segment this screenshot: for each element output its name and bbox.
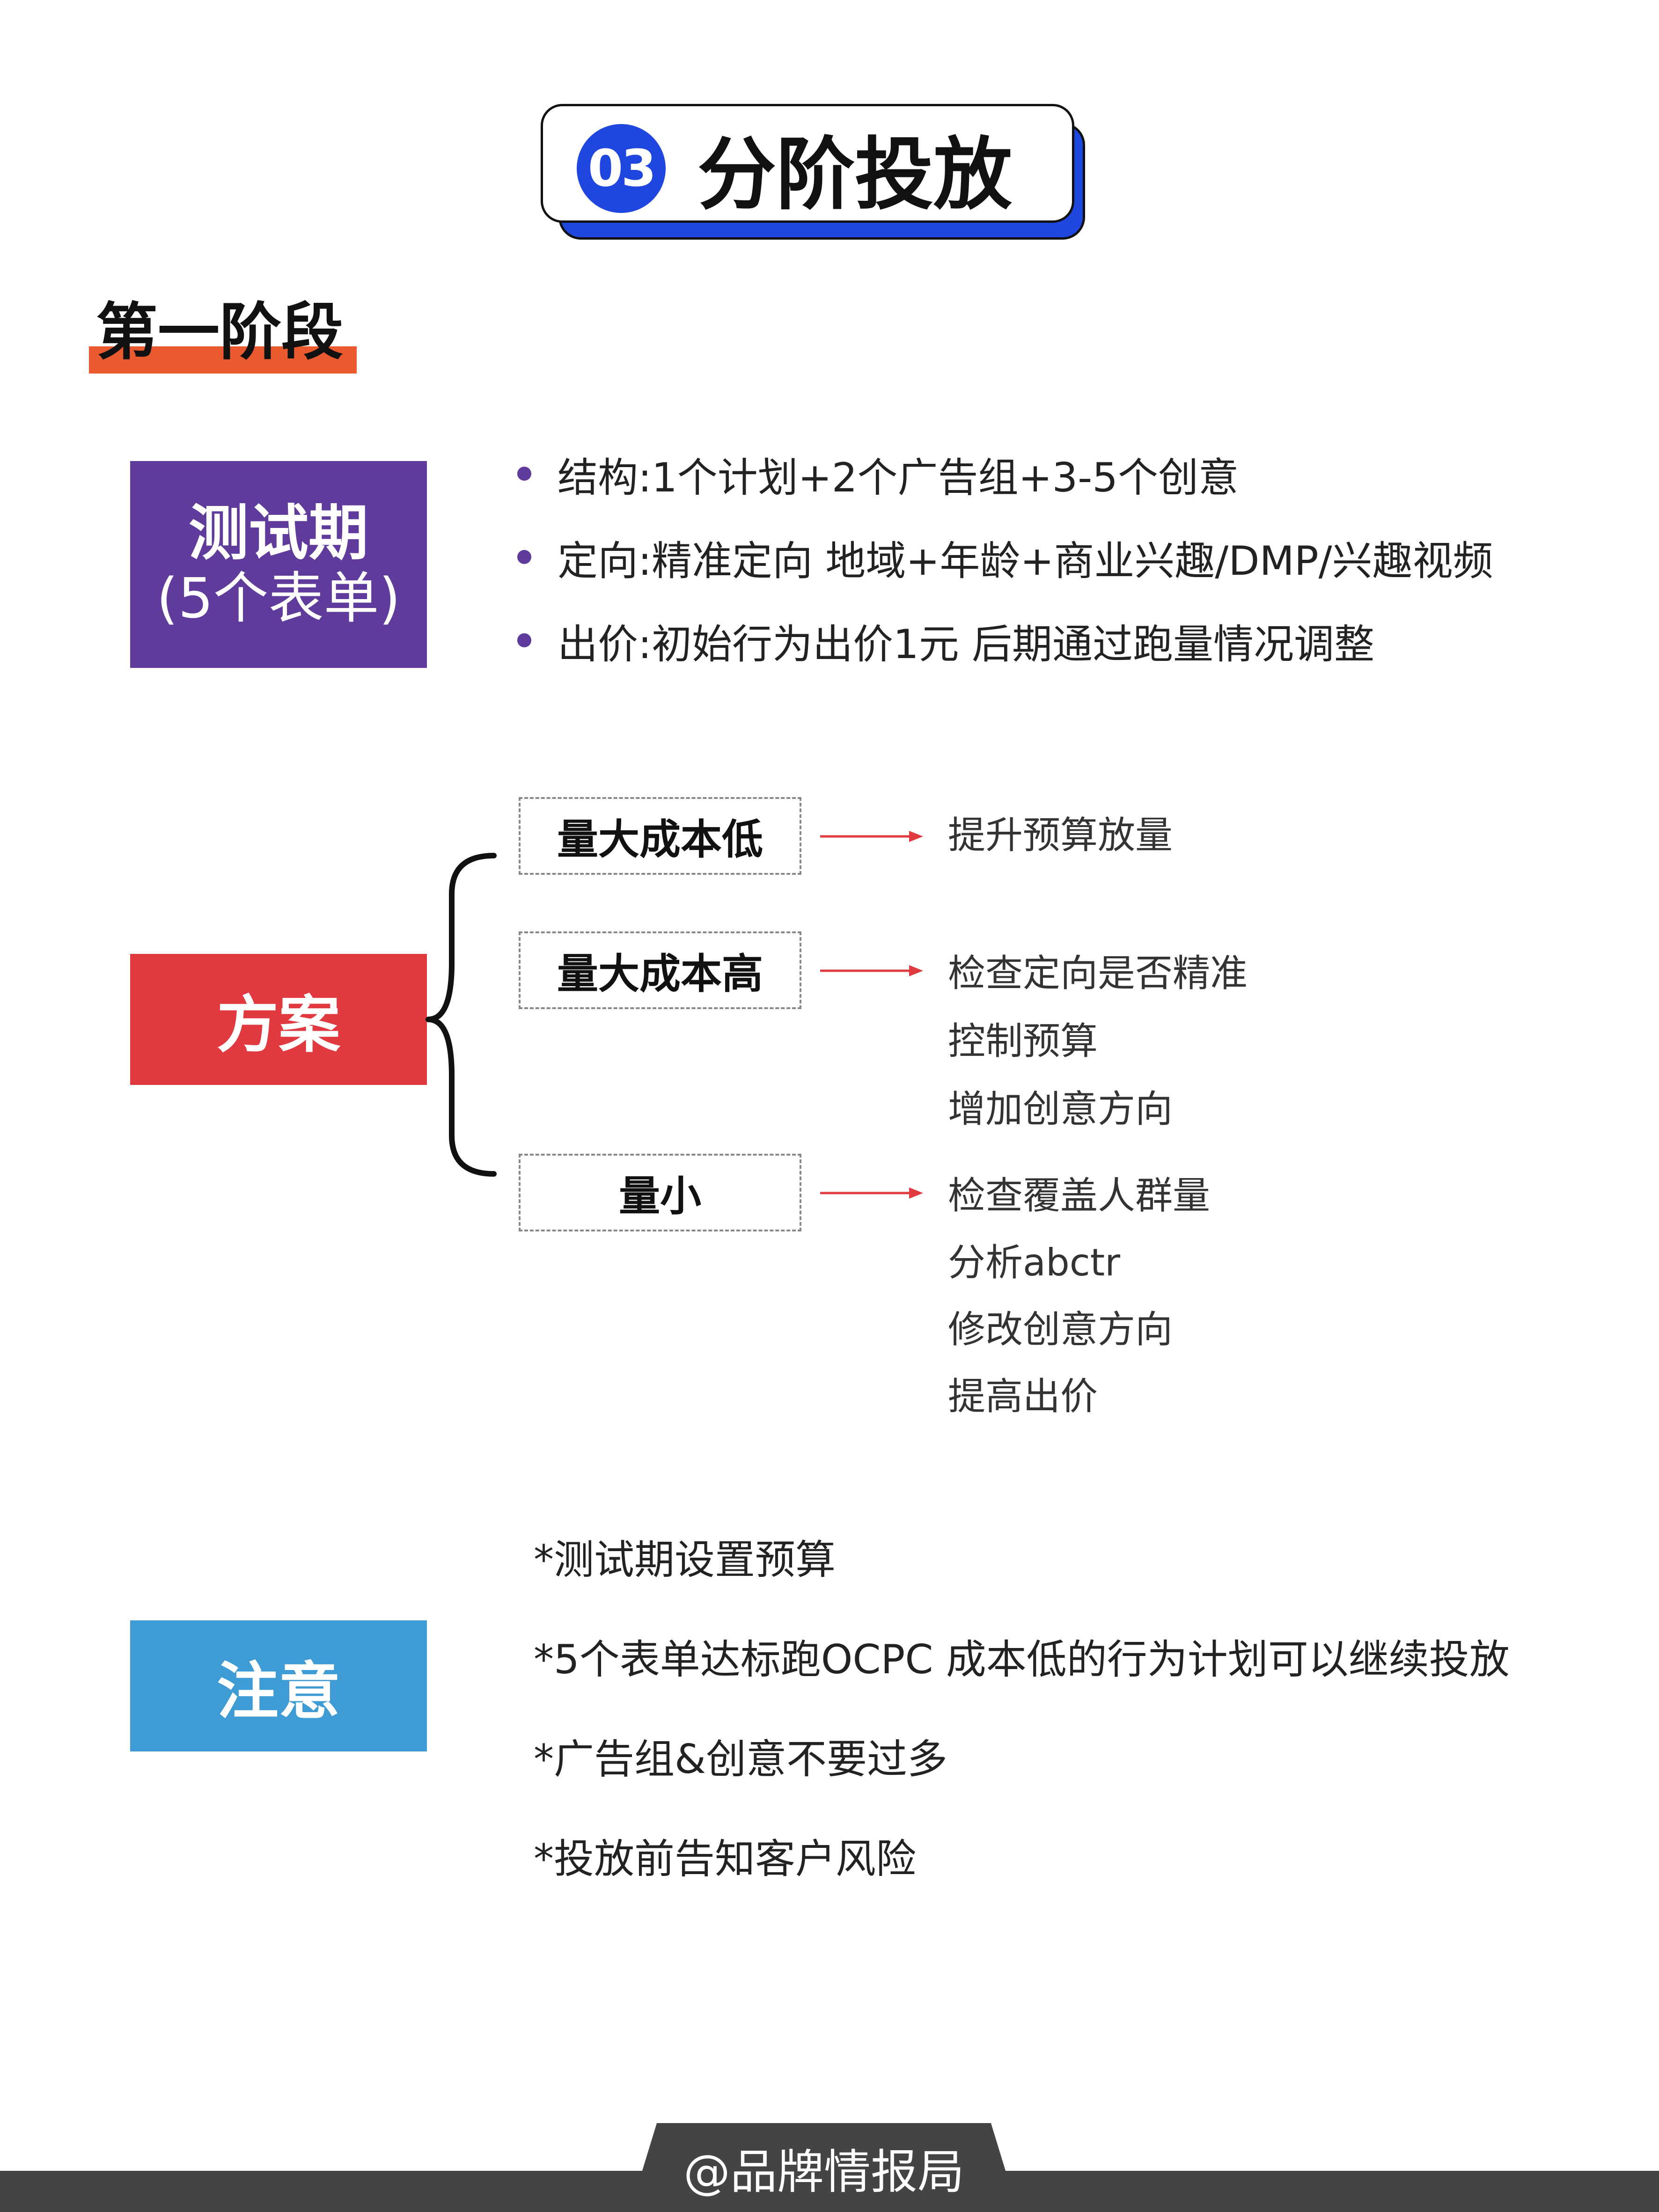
option-high-volume-low-cost: 量大成本低 <box>519 797 801 875</box>
option-high-volume-high-cost: 量大成本高 <box>519 931 801 1009</box>
note-item: *5个表单达标跑OCPC 成本低的行为计划可以继续投放 <box>534 1636 1510 1683</box>
page-title: 分阶投放 <box>697 128 1012 220</box>
test-period-label-line1: 测试期 <box>188 498 368 569</box>
bullet-targeting: 定向:精准定向 地域+年龄+商业兴趣/DMP/兴趣视频 <box>517 529 1493 585</box>
stage-title: 第一阶段 <box>96 296 343 368</box>
bullet-structure: 结构:1个计划+2个广告组+3-5个创意 <box>517 446 1239 502</box>
action-item: 提升预算放量 <box>948 813 1173 857</box>
bullet-dot-icon <box>517 633 531 647</box>
arrow-right-icon <box>820 965 923 976</box>
bullet-text: 出价:初始行为出价1元 后期通过跑量情况调整 <box>558 621 1375 668</box>
option-low-volume: 量小 <box>519 1154 801 1231</box>
stage-title-highlight <box>89 346 357 374</box>
note-item: *广告组&创意不要过多 <box>534 1736 948 1783</box>
bullet-text: 结构:1个计划+2个广告组+3-5个创意 <box>558 454 1239 501</box>
action-item: 修改创意方向 <box>948 1308 1173 1351</box>
section-number-badge: 03 <box>577 124 666 213</box>
bullet-text: 定向:精准定向 地域+年龄+商业兴趣/DMP/兴趣视频 <box>558 537 1493 585</box>
action-item: 分析abctr <box>948 1241 1121 1284</box>
plan-label: 方案 <box>130 954 427 1085</box>
note-item: *投放前告知客户风险 <box>534 1836 916 1882</box>
note-item: *测试期设置预算 <box>534 1537 836 1583</box>
test-period-label: 测试期 (5个表单) <box>130 461 427 668</box>
bullet-bidding: 出价:初始行为出价1元 后期通过跑量情况调整 <box>517 612 1374 668</box>
action-item: 检查定向是否精准 <box>948 952 1248 995</box>
action-item: 增加创意方向 <box>948 1087 1173 1131</box>
bullet-dot-icon <box>517 467 531 481</box>
action-item: 提高出价 <box>948 1375 1098 1418</box>
bullet-dot-icon <box>517 550 531 564</box>
arrow-right-icon <box>820 1187 923 1199</box>
test-period-label-line2: (5个表单) <box>156 565 401 630</box>
action-item: 控制预算 <box>948 1019 1098 1063</box>
arrow-right-icon <box>820 831 923 842</box>
notes-label: 注意 <box>130 1620 427 1751</box>
footer-tab <box>630 2123 1018 2212</box>
footer-handle: @品牌情报局 <box>683 2144 964 2199</box>
curly-brace-icon <box>426 853 497 1177</box>
action-item: 检查覆盖人群量 <box>948 1174 1210 1217</box>
